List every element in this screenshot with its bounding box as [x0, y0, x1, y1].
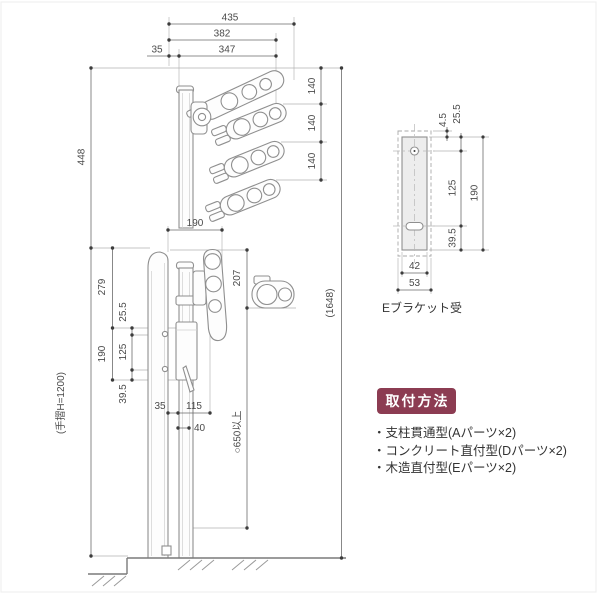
bracket-dim-190-label: 190 — [470, 184, 481, 201]
dim-clearance-label: ○650以上 — [232, 411, 244, 454]
bracket-slot — [405, 221, 424, 231]
dim-207-label: 207 — [232, 269, 243, 286]
e-bracket-dimension-lines: 4.5 25.5 125 39.5 190 42 53 — [396, 104, 485, 292]
dim-140-label-2: 140 — [307, 114, 318, 131]
bracket-dim-39-5-label: 39.5 — [448, 228, 459, 248]
dim-35-top-label: 35 — [151, 45, 163, 56]
bracket-dim-53-label: 53 — [409, 278, 421, 289]
dim-190-side-label: 190 — [97, 345, 108, 362]
mount-screw-upper — [161, 330, 169, 338]
dim-125-label: 125 — [118, 343, 129, 360]
drying-arm-position-4 — [205, 178, 281, 222]
dim-190-proj-label: 190 — [187, 218, 204, 229]
handrail-post — [147, 251, 169, 559]
pole-base-hole — [161, 545, 172, 556]
dim-347-label: 347 — [219, 45, 236, 56]
install-method-item-2: ・コンクリート直付型(Dパーツ×2) — [373, 444, 567, 458]
drying-arm-position-3 — [209, 140, 285, 184]
dim-25-5-label: 25.5 — [118, 302, 129, 322]
dim-435-label: 435 — [222, 13, 239, 24]
dim-total-height-label: (1648) — [325, 289, 336, 318]
dim-140-label-1: 140 — [307, 77, 318, 94]
e-bracket-extension-lines — [397, 130, 489, 294]
install-method-header: 取付方法 — [386, 393, 450, 409]
e-bracket-caption: Eブラケット受 — [382, 300, 462, 315]
bracket-dim-42-label: 42 — [409, 261, 421, 272]
dimension-dots — [166, 22, 323, 232]
pivot-bracket — [190, 101, 212, 135]
side-view-drawing: 448 (手摺H=1200) 279 190 25.5 125 39.5 35 … — [54, 66, 346, 587]
dim-382-label: 382 — [214, 29, 231, 40]
install-method-header-box — [377, 388, 456, 414]
dimension-dots — [396, 129, 485, 292]
dim-448-label: 448 — [77, 148, 88, 165]
drying-arm-position-2 — [211, 102, 287, 146]
side-view-dimension-lines: 448 (手摺H=1200) 279 190 25.5 125 39.5 35 … — [54, 66, 344, 560]
top-view-drawing: 435 382 347 35 140 140 140 190 — [91, 13, 341, 298]
dim-39-5-label: 39.5 — [118, 384, 129, 404]
dim-40-label: 40 — [194, 423, 206, 434]
arm-end-view — [251, 275, 295, 309]
dim-35-bottom-label: 35 — [154, 401, 166, 412]
dim-279-label: 279 — [97, 278, 108, 295]
dim-115-label: 115 — [186, 401, 202, 412]
mount-screw-lower — [161, 365, 169, 373]
ground — [88, 557, 346, 587]
e-bracket-drawing: 4.5 25.5 125 39.5 190 42 53 Eブラケット受 — [382, 104, 489, 315]
top-view-dimension-lines: 435 382 347 35 140 140 140 190 — [147, 13, 323, 232]
install-method-item-1: ・支柱貫通型(Aパーツ×2) — [373, 425, 516, 440]
install-method-item-3: ・木造直付型(Eパーツ×2) — [373, 461, 516, 475]
dim-handrail-height-label: (手摺H=1200) — [54, 372, 67, 434]
install-method-section: 取付方法 ・支柱貫通型(Aパーツ×2) ・コンクリート直付型(Dパーツ×2) ・… — [373, 388, 567, 475]
release-lever — [182, 365, 195, 393]
bracket-dim-25-5-label: 25.5 — [452, 104, 463, 124]
bracket-dim-125-label: 125 — [448, 179, 459, 196]
bracket-dim-4-5-label: 4.5 — [438, 113, 449, 127]
dim-140-label-3: 140 — [307, 152, 318, 169]
dimension-dots — [89, 66, 344, 560]
folded-arm — [192, 248, 228, 342]
